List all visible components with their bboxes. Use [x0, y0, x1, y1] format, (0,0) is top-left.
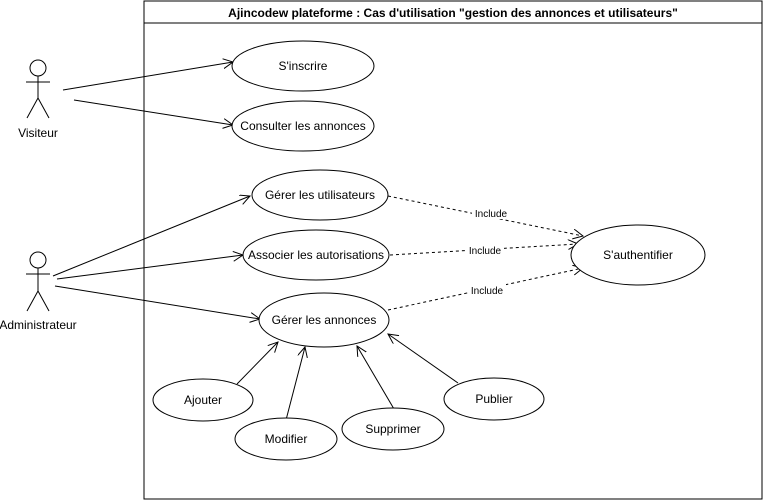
use-case-associer-label: Associer les autorisations [248, 248, 384, 262]
use-case-inscrire-label: S'inscrire [279, 59, 328, 73]
sub-use-case-links [236, 334, 459, 421]
use-case-publier: Publier [443, 377, 545, 421]
include-line-2 [389, 244, 578, 256]
associations [52, 62, 260, 319]
use-case-supprimer-label: Supprimer [365, 422, 420, 436]
assoc-visitor-inscrire [62, 62, 233, 91]
link-supprimer [357, 346, 395, 410]
assoc-admin-associer [56, 255, 243, 280]
link-modifier [285, 347, 305, 421]
link-publier [388, 334, 459, 384]
system-title: Ajincodew plateforme : Cas d'utilisation… [228, 6, 678, 20]
use-case-gerer-annonces-label: Gérer les annonces [272, 313, 377, 327]
use-case-authentifier-label: S'authentifier [603, 248, 673, 262]
use-case-supprimer: Supprimer [341, 407, 445, 451]
use-case-associer: Associer les autorisations [242, 229, 390, 281]
use-case-ajouter-label: Ajouter [184, 393, 222, 407]
use-case-inscrire: S'inscrire [231, 40, 375, 92]
use-case-gerer-annonces: Gérer les annonces [258, 292, 390, 348]
include-label-2: Include [469, 246, 502, 257]
actor-admin-label: Administrateur [0, 318, 77, 332]
use-case-gerer-utilisateurs: Gérer les utilisateurs [251, 169, 389, 221]
include-label-3: Include [471, 286, 504, 297]
use-case-consulter: Consulter les annonces [231, 100, 375, 152]
actor-visitor-label: Visiteur [18, 126, 58, 140]
assoc-admin-gerer-utilisateurs [52, 196, 250, 277]
link-ajouter [236, 342, 278, 385]
assoc-admin-gerer-annonces [54, 285, 260, 319]
use-case-consulter-label: Consulter les annonces [240, 119, 365, 133]
use-case-authentifier: S'authentifier [570, 224, 706, 286]
use-case-publier-label: Publier [475, 392, 512, 406]
include-label-1: Include [475, 209, 508, 220]
include-relations: Include Include Include [387, 195, 583, 311]
use-case-modifier-label: Modifier [265, 432, 308, 446]
use-case-ajouter: Ajouter [152, 378, 254, 422]
assoc-visitor-consulter [73, 99, 233, 125]
actor-admin: Administrateur [0, 251, 77, 332]
use-case-gerer-utilisateurs-label: Gérer les utilisateurs [265, 188, 375, 202]
use-case-modifier: Modifier [234, 417, 338, 461]
actor-visitor: Visiteur [18, 59, 58, 140]
